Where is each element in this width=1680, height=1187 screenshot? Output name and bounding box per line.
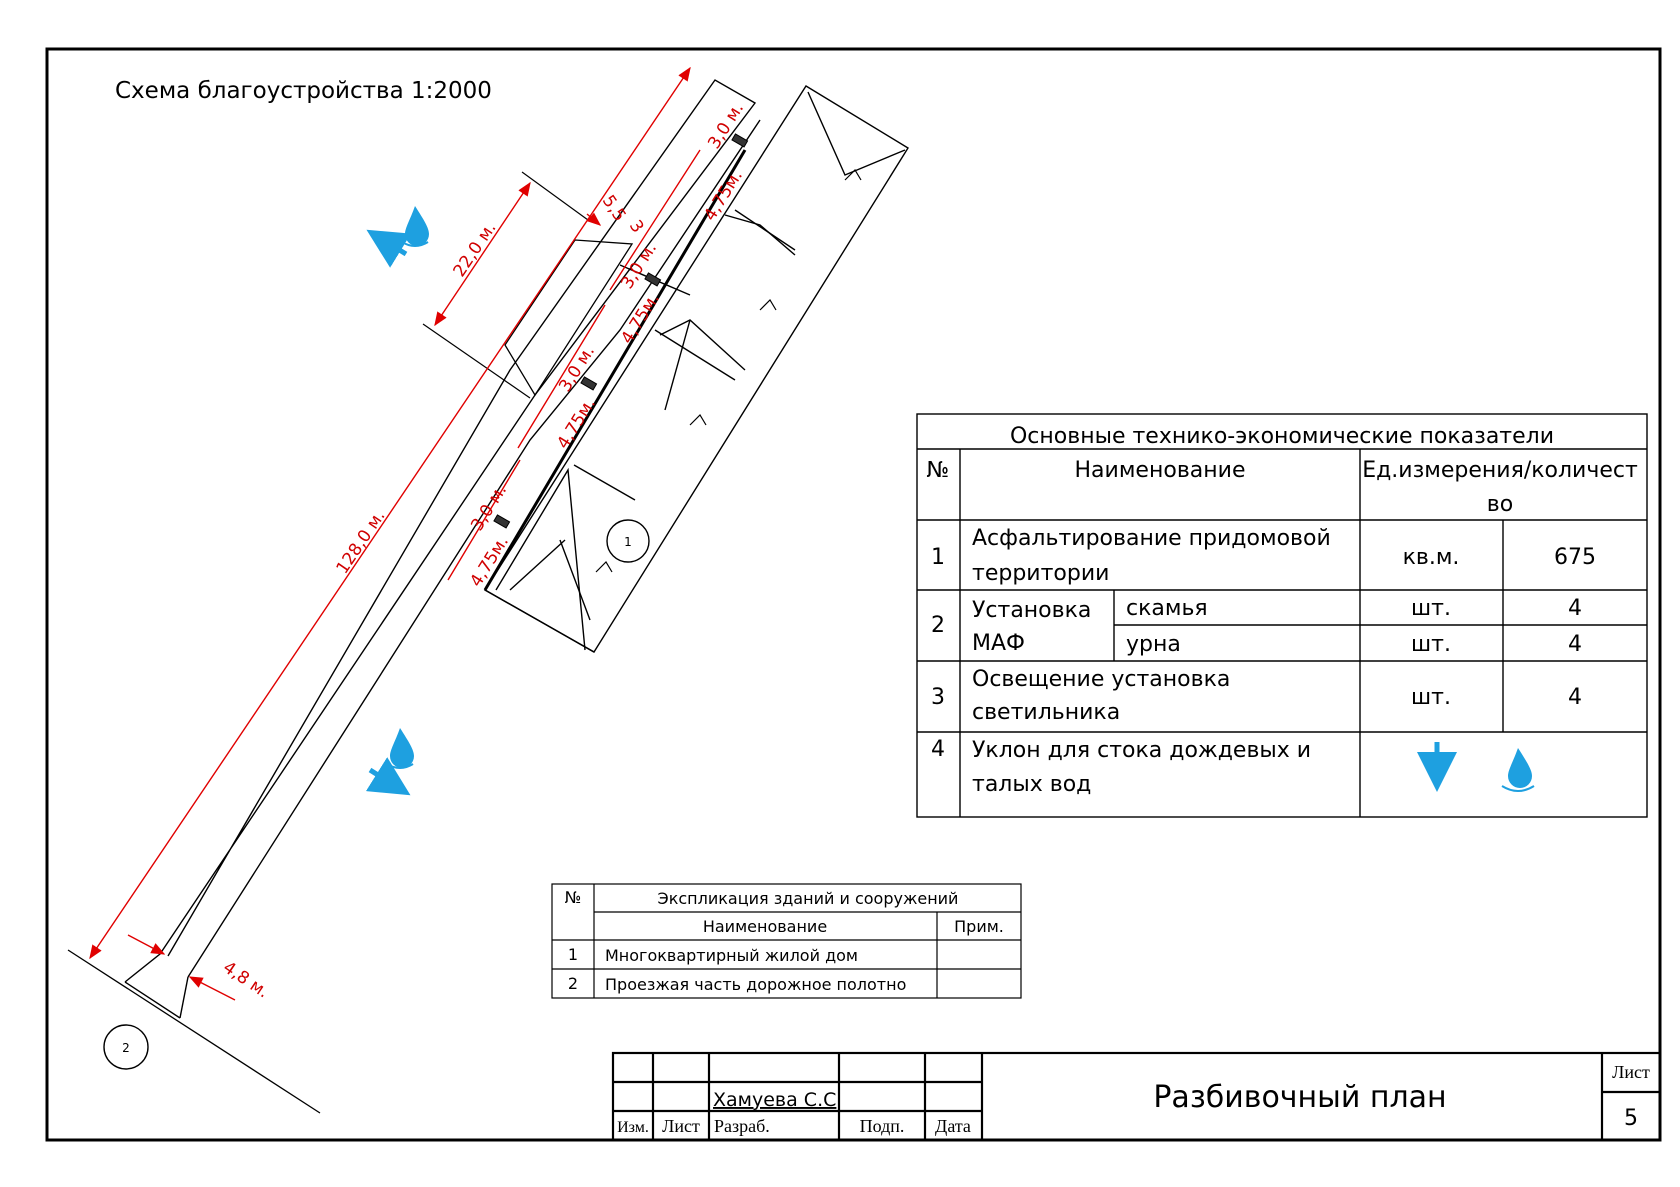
tep-row-4-name: Уклон для стока дождевых и	[972, 738, 1311, 763]
dim-128-label: 128,0 м.	[333, 507, 390, 578]
tep-row-1-num: 1	[931, 545, 945, 570]
title-block: Изм. Лист Разраб. Подп. Дата Лист Хамуев…	[611, 1051, 1662, 1142]
expl-header-name: Наименование	[703, 917, 827, 936]
bench-icon	[731, 133, 749, 148]
dim-22-label: 22,0 м.	[450, 219, 501, 281]
slope-arrow-icon	[365, 757, 411, 796]
dim-line-bench	[447, 459, 521, 581]
tb-author: Хамуева С.С	[713, 1089, 836, 1111]
tep-row-1-name-2: территории	[972, 561, 1109, 586]
tep-row-4-name-2: талых вод	[972, 772, 1091, 797]
dim-bench-475-label: 4,75м.	[617, 289, 664, 347]
road-base-line	[124, 981, 181, 1019]
dim-3-label: 3	[625, 217, 648, 237]
dimension-lines	[89, 66, 701, 1001]
tep-row-2-group-2: МАФ	[972, 631, 1025, 656]
road-marker-label: 2	[122, 1041, 130, 1055]
building-marker-label: 1	[624, 535, 632, 549]
water-drop-icon	[405, 206, 429, 246]
tb-data: Дата	[935, 1116, 971, 1136]
tep-row-2b-qty: 4	[1568, 632, 1582, 657]
tb-sheet-label: Лист	[1612, 1062, 1650, 1082]
tep-row-3-name-2: светильника	[972, 700, 1120, 725]
tep-header-num: №	[927, 458, 950, 483]
dimension-labels: 128,0 м. 22,0 м. 5,5 3 4,8 м. 3,0 м. 4,7…	[219, 99, 748, 1002]
expl-row-1-num: 1	[568, 945, 578, 964]
tb-razrab: Разраб.	[714, 1116, 770, 1136]
scheme-title: Схема благоустройства 1:2000	[115, 78, 492, 104]
tep-row-2a-unit: шт.	[1411, 596, 1451, 621]
bench-icon	[644, 272, 662, 287]
expl-header-num: №	[565, 888, 582, 907]
road-end-line	[179, 976, 189, 1019]
tep-row-3-name: Освещение установка	[972, 667, 1230, 692]
tep-header-name: Наименование	[1075, 458, 1246, 483]
water-drop-base	[1501, 785, 1535, 792]
dim-line-bench	[609, 149, 701, 291]
explication-table: № Экспликация зданий и сооружений Наимен…	[551, 883, 1022, 999]
tep-row-2b-name: урна	[1126, 632, 1181, 657]
slope-arrow-icon	[366, 229, 412, 268]
position-markers: 1 2	[103, 519, 650, 1070]
expl-header-note: Прим.	[954, 917, 1004, 936]
tep-row-2a-qty: 4	[1568, 596, 1582, 621]
tep-row-3-unit: шт.	[1411, 685, 1451, 710]
expl-title: Экспликация зданий и сооружений	[658, 889, 959, 908]
tep-title: Основные технико-экономические показател…	[1010, 424, 1554, 449]
water-drop-icon	[1508, 748, 1532, 788]
bench-icon	[493, 514, 511, 529]
dim-line-road-width	[188, 976, 236, 1001]
tb-drawing-title: Разбивочный план	[1153, 1080, 1446, 1115]
tep-row-1-name: Асфальтирование придомовой	[972, 526, 1331, 551]
water-drop-icon	[390, 728, 414, 768]
tep-table: Основные технико-экономические показател…	[916, 413, 1648, 818]
expl-row-2-num: 2	[568, 974, 578, 993]
tb-list: Лист	[662, 1116, 700, 1136]
tep-row-2a-name: скамья	[1126, 596, 1208, 621]
road-outline	[124, 79, 757, 983]
dim-line-5-5	[586, 212, 602, 226]
tep-row-2-num: 2	[931, 613, 945, 638]
tb-izm: Изм.	[617, 1119, 649, 1136]
expl-row-2-name: Проезжая часть дорожное полотно	[605, 975, 906, 994]
drainage-symbols	[365, 206, 429, 796]
tb-sheet-number: 5	[1624, 1106, 1638, 1131]
expl-row-1-name: Многоквартирный жилой дом	[605, 946, 858, 965]
tep-row-3-num: 3	[931, 685, 945, 710]
tep-row-1-unit: кв.м.	[1403, 545, 1460, 570]
tb-podp: Подп.	[860, 1116, 905, 1136]
tep-row-4-num: 4	[931, 737, 945, 762]
road-marker	[103, 1024, 149, 1070]
tep-row-1-qty: 675	[1554, 545, 1596, 570]
extension-line	[521, 171, 589, 221]
dim-line-bench	[517, 304, 606, 449]
dim-line-22	[434, 181, 531, 327]
tep-row-2-group: Установка	[972, 598, 1091, 623]
tep-row-2b-unit: шт.	[1411, 632, 1451, 657]
residential-building	[484, 85, 909, 653]
tep-row-3-qty: 4	[1568, 685, 1582, 710]
bench-icon	[580, 376, 598, 391]
ground-line	[67, 949, 321, 1114]
dim-line-road-width	[127, 934, 166, 955]
building-marker	[606, 519, 650, 563]
